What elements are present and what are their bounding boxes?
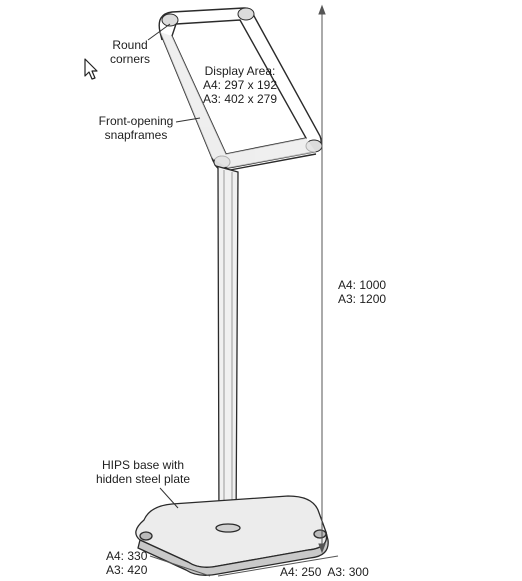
leader-base (159, 487, 179, 509)
label-height: A4: 1000 A3: 1200 (338, 278, 386, 306)
label-display-area: Display Area: A4: 297 x 192 A3: 402 x 27… (190, 64, 290, 106)
label-depth-a3: A3: 420 (106, 563, 148, 577)
label-snapframes-line1: Front-opening (98, 114, 174, 128)
base-foot-right (313, 529, 327, 539)
label-depth-a4: A4: 330 (106, 549, 148, 563)
leader-lines (147, 23, 201, 509)
corner-cap-top-left (161, 13, 179, 27)
label-display-area-title: Display Area: (204, 64, 276, 78)
label-snapframes: Front-opening snapframes (96, 114, 176, 142)
label-depth: A4: 330 A3: 420 (106, 549, 147, 577)
label-height-a3: A3: 1200 (338, 292, 387, 306)
pole (213, 164, 239, 531)
width-dimension (217, 555, 339, 577)
label-round-corners-line2: corners (109, 52, 150, 66)
leader-round-corners (147, 23, 171, 41)
label-base-line2: hidden steel plate (95, 472, 191, 486)
frame-edge-shading (160, 32, 316, 168)
label-width: A4: 250 A3: 300 (280, 565, 369, 579)
height-dimension (318, 4, 326, 554)
label-round-corners-line1: Round (112, 38, 148, 52)
label-round-corners: Round corners (104, 38, 156, 66)
label-display-area-a4: A4: 297 x 192 (202, 78, 278, 92)
base-foot-left (139, 531, 153, 541)
mouse-pointer-icon (84, 58, 100, 87)
label-base: HIPS base with hidden steel plate (88, 458, 198, 486)
label-display-area-a3: A3: 402 x 279 (202, 92, 278, 106)
leader-snapframes (175, 117, 201, 123)
base-plate (135, 495, 329, 576)
corner-cap-top-right (237, 7, 255, 21)
depth-dimension (149, 555, 211, 577)
label-snapframes-line2: snapframes (104, 128, 168, 142)
label-height-a4: A4: 1000 (338, 278, 387, 292)
label-base-line1: HIPS base with (101, 458, 185, 472)
